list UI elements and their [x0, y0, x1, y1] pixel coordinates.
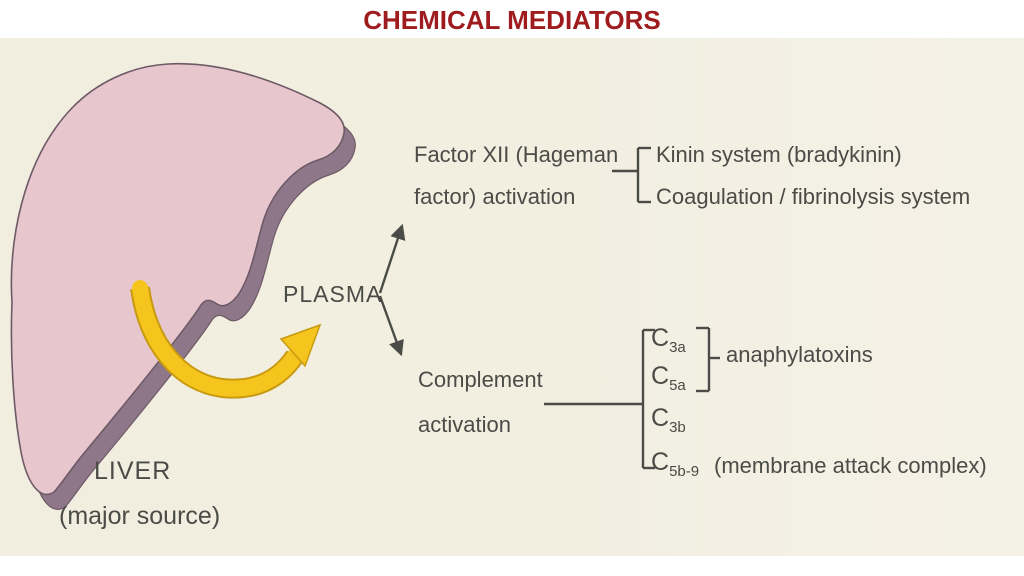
factor-xii-line1: Factor XII (Hageman [414, 142, 619, 167]
factor-xii-line2: factor) activation [414, 184, 576, 209]
factor-xii-outcomes: Kinin system (bradykinin) Coagulation / … [656, 134, 970, 218]
anaphylatoxins-bracket [696, 326, 720, 393]
plasma-branch-down-arrow [378, 295, 404, 357]
complement-item-c3b: C3b [651, 404, 686, 436]
anaphylatoxins-label: anaphylatoxins [726, 342, 873, 367]
membrane-attack-complex-label: (membrane attack complex) [714, 453, 987, 478]
liver-shape [10, 62, 346, 496]
complement-line1: Complement [418, 367, 543, 392]
liver-label: LIVER [94, 457, 172, 485]
coagulation-system-label: Coagulation / fibrinolysis system [656, 184, 971, 209]
factor-xii-bracket [612, 146, 651, 204]
kinin-system-label: Kinin system (bradykinin) [656, 142, 902, 167]
complement-bracket [544, 328, 655, 470]
curved-arrow-icon [130, 280, 322, 399]
complement-item-c5a: C5a [651, 362, 686, 394]
complement-line2: activation [418, 412, 511, 437]
page-title: CHEMICAL MEDIATORS [363, 5, 661, 35]
plasma-label: PLASMA [283, 281, 383, 307]
complement-item-c3a: C3a [651, 324, 686, 356]
plasma-branch-up-arrow [378, 223, 406, 294]
factor-xii-label: Factor XII (Hageman factor) activation [414, 134, 618, 218]
liver-sublabel: (major source) [59, 502, 221, 530]
complement-label: Complement activation [418, 357, 543, 447]
complement-item-c5b9: C5b-9 [651, 448, 700, 480]
